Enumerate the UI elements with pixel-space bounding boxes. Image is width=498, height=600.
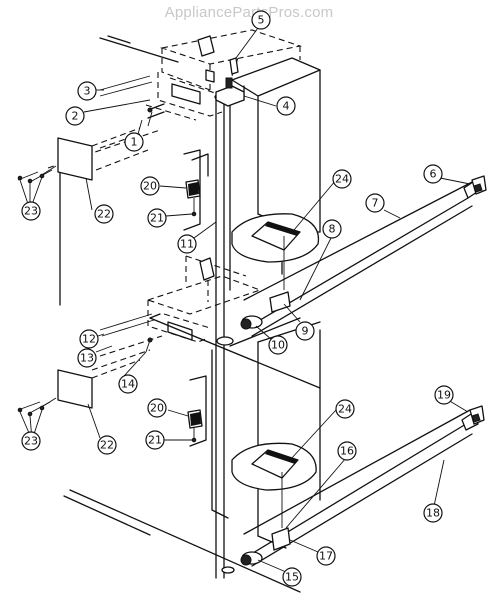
callout-17: 17	[316, 546, 336, 566]
callout-18: 18	[423, 503, 443, 523]
svg-text:3: 3	[84, 85, 91, 98]
svg-text:21: 21	[150, 212, 164, 225]
svg-text:7: 7	[372, 197, 379, 210]
callout-23-upper: 23	[21, 201, 41, 221]
callout-1: 1	[124, 132, 144, 152]
svg-text:14: 14	[121, 378, 135, 391]
svg-text:24: 24	[338, 403, 352, 416]
svg-text:16: 16	[340, 445, 354, 458]
lower-bracket-assembly	[17, 313, 163, 417]
svg-text:21: 21	[148, 434, 162, 447]
svg-text:4: 4	[283, 100, 290, 113]
callout-22-lower: 22	[97, 435, 117, 455]
svg-text:19: 19	[437, 389, 451, 402]
svg-text:12: 12	[82, 333, 96, 346]
callout-12: 12	[79, 329, 99, 349]
svg-text:23: 23	[24, 205, 38, 218]
callout-24-upper: 24	[332, 169, 352, 189]
svg-text:10: 10	[271, 339, 285, 352]
svg-text:17: 17	[319, 550, 333, 563]
upper-panel-assembly	[145, 29, 303, 121]
callout-2: 2	[65, 106, 85, 126]
callout-21-upper: 21	[147, 208, 167, 228]
svg-text:5: 5	[258, 14, 265, 27]
lower-bin	[231, 442, 317, 491]
svg-text:23: 23	[24, 435, 38, 448]
callout-20-upper: 20	[140, 176, 160, 196]
callout-7: 7	[365, 193, 385, 213]
svg-text:20: 20	[143, 180, 157, 193]
callout-14: 14	[118, 374, 138, 394]
svg-text:8: 8	[329, 223, 336, 236]
callout-13: 13	[77, 348, 97, 368]
cabinet-outline	[59, 35, 301, 593]
lower-door-box	[211, 321, 321, 549]
callout-8: 8	[322, 219, 342, 239]
svg-text:15: 15	[285, 571, 299, 584]
callout-10: 10	[268, 335, 288, 355]
svg-text:9: 9	[302, 325, 309, 338]
callout-16: 16	[337, 441, 357, 461]
callout-20-lower: 20	[147, 398, 167, 418]
callout-24-lower: 24	[335, 399, 355, 419]
callout-9: 9	[295, 321, 315, 341]
svg-text:6: 6	[430, 168, 437, 181]
svg-text:2: 2	[72, 110, 79, 123]
callout-4: 4	[276, 96, 296, 116]
callout-11: 11	[177, 234, 197, 254]
callout-5: 5	[251, 10, 271, 30]
upper-tube-fittings	[240, 236, 291, 330]
callout-21-lower: 21	[145, 430, 165, 450]
upper-bin	[231, 213, 320, 275]
callout-19: 19	[434, 385, 454, 405]
watermark-text: AppliancePartsPros.com	[164, 4, 334, 21]
upper-bracket-assembly	[17, 75, 165, 184]
svg-text:1: 1	[131, 136, 138, 149]
svg-text:20: 20	[150, 402, 164, 415]
top-fitting	[215, 57, 245, 107]
svg-text:11: 11	[180, 238, 194, 251]
callout-15: 15	[282, 567, 302, 587]
middle-panel-assembly	[146, 255, 321, 389]
callout-3: 3	[77, 81, 97, 101]
svg-text:18: 18	[426, 507, 440, 520]
callout-23-lower: 23	[21, 431, 41, 451]
callout-22-upper: 22	[94, 204, 114, 224]
lower-hinge	[187, 375, 207, 447]
lower-tube-fittings	[240, 472, 291, 566]
svg-text:22: 22	[100, 439, 114, 452]
svg-text:24: 24	[335, 173, 349, 186]
upper-hinge	[183, 149, 209, 231]
callout-6: 6	[423, 164, 443, 184]
svg-text:13: 13	[80, 352, 94, 365]
vertical-rod	[214, 93, 235, 579]
svg-text:22: 22	[97, 208, 111, 221]
